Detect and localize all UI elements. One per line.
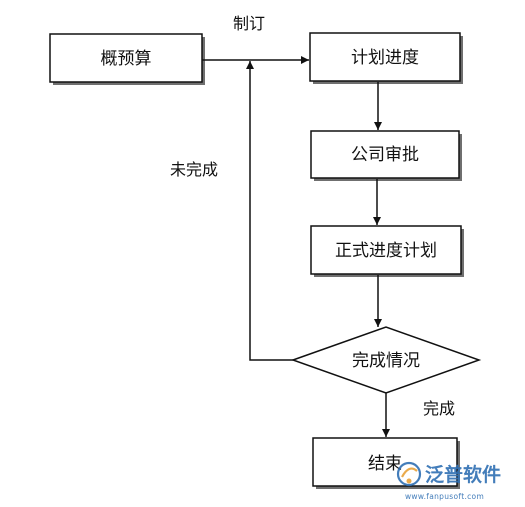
- node-decision-label: 完成情况: [352, 351, 420, 371]
- node-formal-plan: 正式进度计划: [310, 225, 464, 277]
- node-decision: 完成情况: [290, 326, 482, 394]
- node-approval-label: 公司审批: [351, 145, 419, 165]
- node-formal-plan-label: 正式进度计划: [335, 241, 437, 261]
- node-plan: 计划进度: [309, 32, 463, 84]
- watermark-brand: 泛普软件: [425, 463, 501, 486]
- watermark: 泛普软件 www.fanpusoft.com: [396, 461, 501, 501]
- edge-label-incomplete: 未完成: [170, 160, 218, 179]
- watermark-url: www.fanpusoft.com: [405, 492, 484, 501]
- node-approval: 公司审批: [310, 130, 462, 181]
- edge-label-formulate: 制订: [233, 14, 265, 33]
- node-end-label: 结束: [368, 454, 402, 474]
- node-end: 结束: [312, 437, 460, 489]
- edge-incomplete-loop: [246, 61, 293, 361]
- edge-label-complete: 完成: [423, 399, 455, 418]
- node-estimate-label: 概预算: [101, 49, 152, 69]
- watermark-logo-icon: [396, 461, 422, 487]
- node-plan-label: 计划进度: [351, 48, 419, 68]
- node-estimate: 概预算: [49, 33, 205, 85]
